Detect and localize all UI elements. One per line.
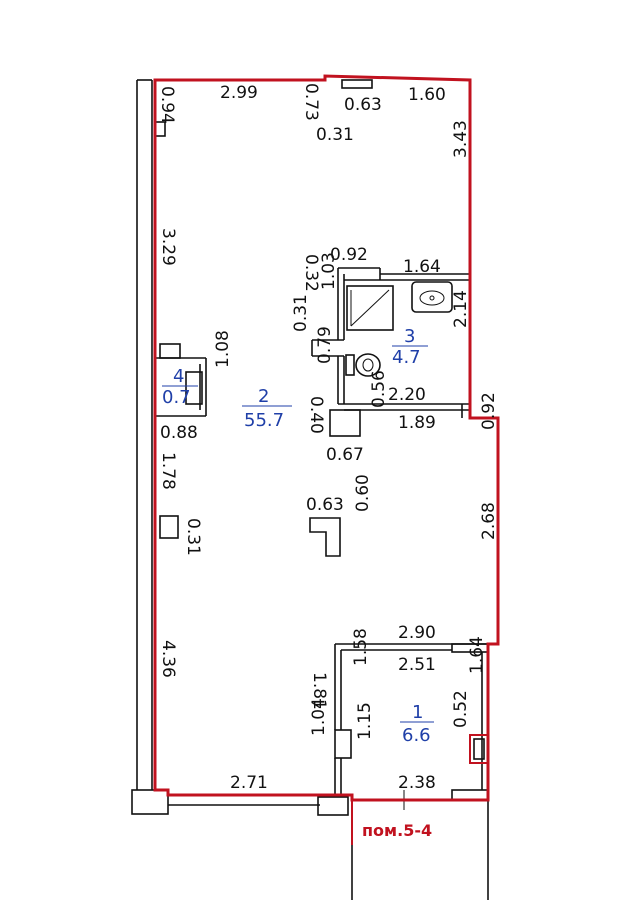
dim-left-niche: 0.31: [183, 518, 203, 556]
dim-bath-niche: 0.31: [291, 294, 311, 332]
dim-room1-right: 1.64: [467, 636, 487, 674]
dim-right-step: 0.92: [479, 392, 499, 430]
dim-left-lower: 4.36: [158, 640, 178, 678]
room-2-number: 2: [258, 386, 269, 407]
dim-room1-left-outer: 1.81: [309, 672, 329, 710]
shower-tray: [346, 285, 394, 331]
dim-bottom-left: 2.71: [230, 773, 268, 793]
room-3-number: 3: [404, 326, 415, 347]
dim-bath-right: 2.14: [451, 290, 471, 328]
room-2-area: 55.7: [244, 410, 284, 431]
dim-bath-top-right: 1.64: [403, 257, 441, 277]
dim-room1-lower-left-outer: 1.04: [309, 698, 329, 736]
dim-top-left-corner: 0.94: [157, 86, 177, 124]
room-1-number: 1: [412, 702, 423, 723]
dim-top-niche-width: 0.63: [344, 95, 382, 115]
dim-column-width: 0.63: [306, 495, 344, 515]
dim-room1-lower-left-inner: 1.15: [355, 702, 375, 740]
dim-top-left: 2.99: [220, 83, 258, 103]
dim-top-right: 1.60: [408, 85, 446, 105]
dim-room1-top-outer: 2.90: [398, 623, 436, 643]
room-1-area: 6.6: [402, 725, 431, 746]
room-4-area: 0.7: [162, 387, 191, 408]
dim-bath-door-right: 0.56: [369, 370, 389, 408]
dim-left-upper: 3.29: [158, 228, 178, 266]
room-4-number: 4: [173, 366, 184, 387]
unit-boundary: [153, 74, 500, 802]
dim-bottom-right: 2.38: [398, 773, 436, 793]
dim-bath-left: 1.03: [319, 252, 339, 290]
dim-room1-niche: 0.52: [451, 690, 471, 728]
dim-bath-door-width: 0.67: [326, 445, 364, 465]
sink: [411, 281, 453, 313]
column: [309, 517, 341, 557]
dim-column-height: 0.60: [353, 474, 373, 512]
toilet: [345, 354, 355, 376]
room-3-area: 4.7: [392, 347, 421, 368]
dim-right-lower: 2.68: [479, 502, 499, 540]
dim-bath-lower-left: 0.79: [315, 326, 335, 364]
dim-room1-left-inner: 1.58: [351, 628, 371, 666]
bottom-left-column: [131, 789, 169, 815]
dimension-labels: 2.99 0.94 0.73 0.63 1.60 0.31 3.43 3.29 …: [157, 83, 499, 793]
dim-bath-bottom-wall: 1.89: [398, 413, 436, 433]
room-labels: 3 4.7 2 55.7 4 0.7 1 6.6: [162, 326, 434, 746]
dim-closet-height: 1.08: [213, 330, 233, 368]
dim-left-middle: 1.78: [158, 452, 178, 490]
dim-closet-width: 0.88: [160, 423, 198, 443]
unit-label: пом.5-4: [362, 821, 432, 840]
dim-right-upper: 3.43: [451, 120, 471, 158]
dim-bath-top-gap: 0.32: [301, 254, 321, 292]
dim-bath-bottom: 2.20: [388, 385, 426, 405]
dim-bath-door-left: 0.40: [306, 396, 326, 434]
dim-room1-top-inner: 2.51: [398, 655, 436, 675]
dim-top-niche: 0.73: [301, 83, 321, 121]
dim-top-niche-depth: 0.31: [316, 125, 354, 145]
dim-bath-top-width: 0.92: [330, 245, 368, 265]
